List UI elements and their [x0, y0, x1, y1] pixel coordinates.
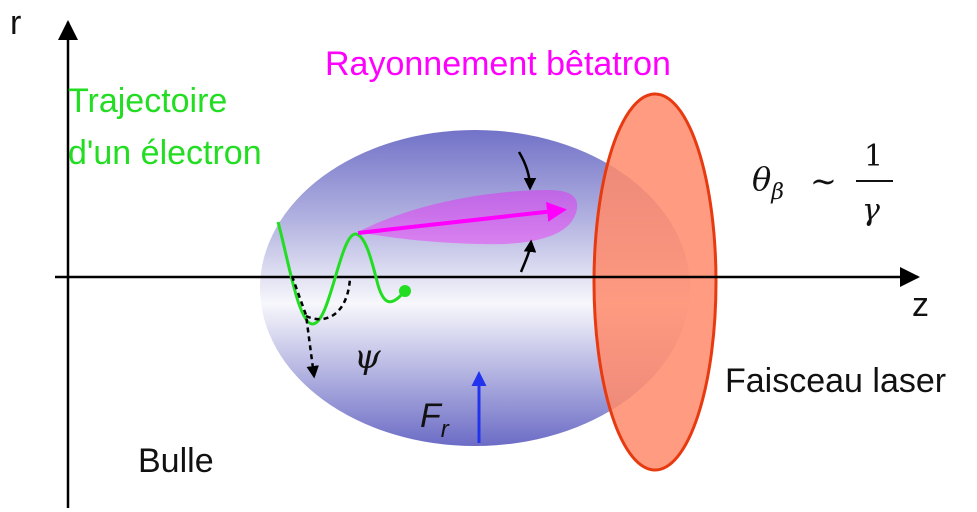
divergence-formula: θβ ∼ 1 γ: [752, 139, 893, 228]
svg-text:θβ: θβ: [752, 160, 784, 205]
z-axis-label: z: [912, 286, 929, 324]
svg-text:γ: γ: [862, 193, 880, 228]
radiation-label: Rayonnement bêtatron: [325, 45, 671, 83]
svg-text:∼: ∼: [810, 162, 837, 200]
bubble-label: Bulle: [138, 442, 214, 480]
svg-text:1: 1: [864, 139, 883, 174]
psi-label: ψ: [354, 337, 381, 377]
trajectory-label-line2: d'un électron: [68, 134, 262, 172]
laser-pulse: [594, 94, 716, 470]
trajectory-label-line1: Trajectoire: [68, 82, 227, 120]
electron-dot: [399, 285, 411, 297]
r-axis-label: r: [10, 4, 21, 42]
laser-label: Faisceau laser: [725, 362, 946, 400]
